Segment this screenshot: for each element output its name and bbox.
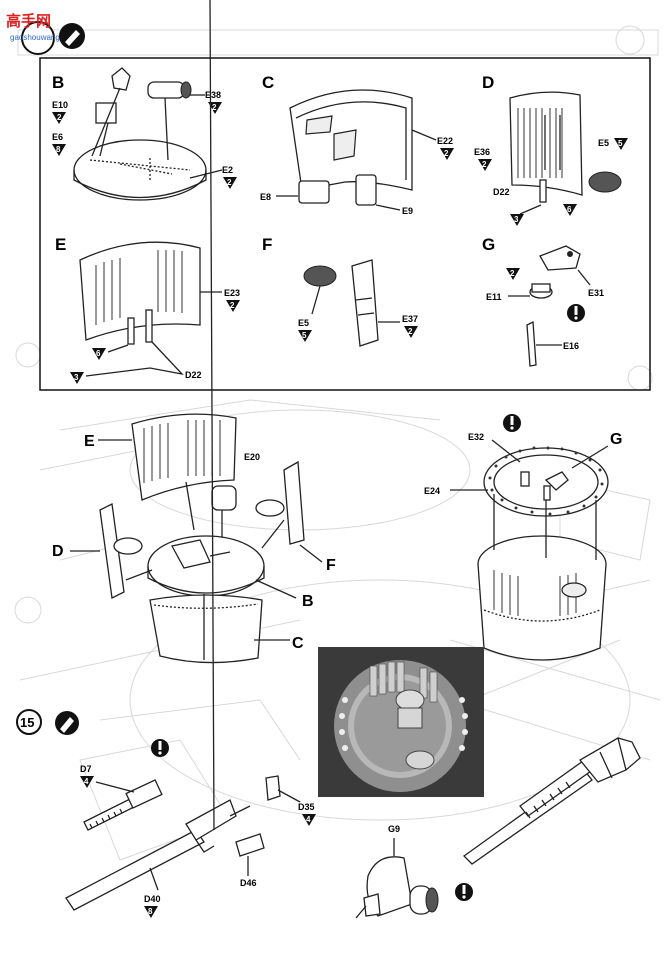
- part-d46: D46: [240, 878, 257, 888]
- qty-e10: [52, 112, 66, 124]
- qty-e5-f: [298, 330, 312, 342]
- svg-text:4: 4: [306, 815, 311, 824]
- part-e36: E36: [474, 147, 490, 157]
- part-e37: E37: [402, 314, 418, 324]
- qty-d40: [144, 906, 158, 918]
- part-d35: D35: [298, 802, 315, 812]
- svg-text:5: 5: [302, 331, 307, 340]
- subassembly-c: C E22 2 E8 E9: [260, 73, 454, 216]
- ring-assembly: E32 E24 G: [424, 414, 622, 661]
- watermark: 高手网 gaoshouwang: [6, 12, 85, 55]
- part-d40: D40: [144, 894, 161, 904]
- main-label-f: F: [326, 557, 336, 574]
- part-e10: E10: [52, 100, 68, 110]
- svg-text:4: 4: [84, 777, 89, 786]
- main-assembly: E E20 D F B C: [52, 413, 336, 664]
- caution-icon: [567, 304, 585, 322]
- qty-6-e: [92, 348, 106, 360]
- part-e2: E2: [222, 165, 233, 175]
- svg-text:2: 2: [408, 327, 413, 336]
- svg-text:2: 2: [444, 149, 449, 158]
- subassembly-f: F E5 5 E37 2: [262, 235, 418, 347]
- caution-icon: [455, 883, 473, 901]
- part-e11: E11: [486, 292, 502, 302]
- subassembly-g: G 2 E31 E11 E16: [482, 235, 604, 367]
- reference-photo: [318, 647, 484, 797]
- part-e5-f: E5: [298, 318, 309, 328]
- svg-text:2: 2: [212, 103, 217, 112]
- part-d7: D7: [80, 764, 92, 774]
- main-label-e: E: [84, 433, 95, 450]
- qty-e5-d: [614, 138, 628, 150]
- svg-text:2: 2: [57, 113, 62, 122]
- qty-3-e: [70, 372, 84, 384]
- qty-e38: [208, 102, 222, 114]
- part-e9: E9: [402, 206, 413, 216]
- part-d22-e: D22: [185, 370, 202, 380]
- watermark-chars: 高手网: [6, 12, 51, 30]
- gun-left: D7 4 D35 4 D46 D40 8: [65, 0, 316, 918]
- part-e8: E8: [260, 192, 271, 202]
- subassembly-e: E E23 2 6 3 D22: [55, 235, 240, 384]
- svg-text:6: 6: [567, 205, 572, 214]
- subassembly-b: B E10 2 E6 8 E38 2 E2 2: [52, 67, 237, 201]
- subassembly-frame: [39, 57, 651, 391]
- svg-text:2: 2: [510, 269, 515, 278]
- letter-f: F: [262, 235, 272, 254]
- gun-right: G9: [355, 737, 641, 919]
- svg-text:3: 3: [514, 215, 519, 224]
- qty-d7: [80, 776, 94, 788]
- part-e38: E38: [205, 90, 221, 100]
- letter-d: D: [482, 73, 494, 92]
- svg-text:2: 2: [230, 301, 235, 310]
- letter-g: G: [482, 235, 495, 254]
- letter-c: C: [262, 73, 274, 92]
- step-number: 15: [20, 715, 34, 730]
- part-g9: G9: [388, 824, 400, 834]
- caution-icon: [503, 414, 521, 432]
- main-label-b: B: [302, 593, 314, 610]
- part-e16: E16: [563, 341, 579, 351]
- svg-text:8: 8: [148, 907, 153, 916]
- ring-label-g: G: [610, 431, 622, 448]
- qty-d35: [302, 814, 316, 826]
- qty-e36: [478, 159, 492, 171]
- part-e31: E31: [588, 288, 604, 298]
- qty-e37: [404, 326, 418, 338]
- main-label-e20: E20: [244, 452, 260, 462]
- qty-e23: [226, 300, 240, 312]
- qty-e22: [440, 148, 454, 160]
- step-15-header: 15: [16, 709, 79, 735]
- part-e23: E23: [224, 288, 240, 298]
- part-d22-d: D22: [493, 187, 510, 197]
- qty-e2: [223, 177, 237, 189]
- qty-2-g: [506, 268, 520, 280]
- letter-e: E: [55, 235, 66, 254]
- qty-6-d: [563, 204, 577, 216]
- letter-b: B: [52, 73, 64, 92]
- main-label-c: C: [292, 635, 304, 652]
- svg-text:8: 8: [56, 145, 61, 154]
- caution-icon: [151, 739, 169, 757]
- glue-icon: [55, 711, 79, 735]
- watermark-sub: gaoshouwang: [10, 33, 60, 42]
- part-e5-d: E5: [598, 138, 609, 148]
- main-label-d: D: [52, 543, 64, 560]
- svg-text:6: 6: [96, 349, 101, 358]
- svg-text:2: 2: [482, 160, 487, 169]
- part-e22: E22: [437, 136, 453, 146]
- ring-label-e32: E32: [468, 432, 484, 442]
- svg-text:5: 5: [618, 139, 623, 148]
- svg-text:3: 3: [74, 373, 79, 382]
- svg-text:2: 2: [227, 178, 232, 187]
- qty-e6: [52, 144, 66, 156]
- part-e6: E6: [52, 132, 63, 142]
- ring-label-e24: E24: [424, 486, 440, 496]
- qty-3-d: [510, 214, 524, 226]
- subassembly-d: D E36 2 E5 5 D22 3 6: [474, 73, 628, 226]
